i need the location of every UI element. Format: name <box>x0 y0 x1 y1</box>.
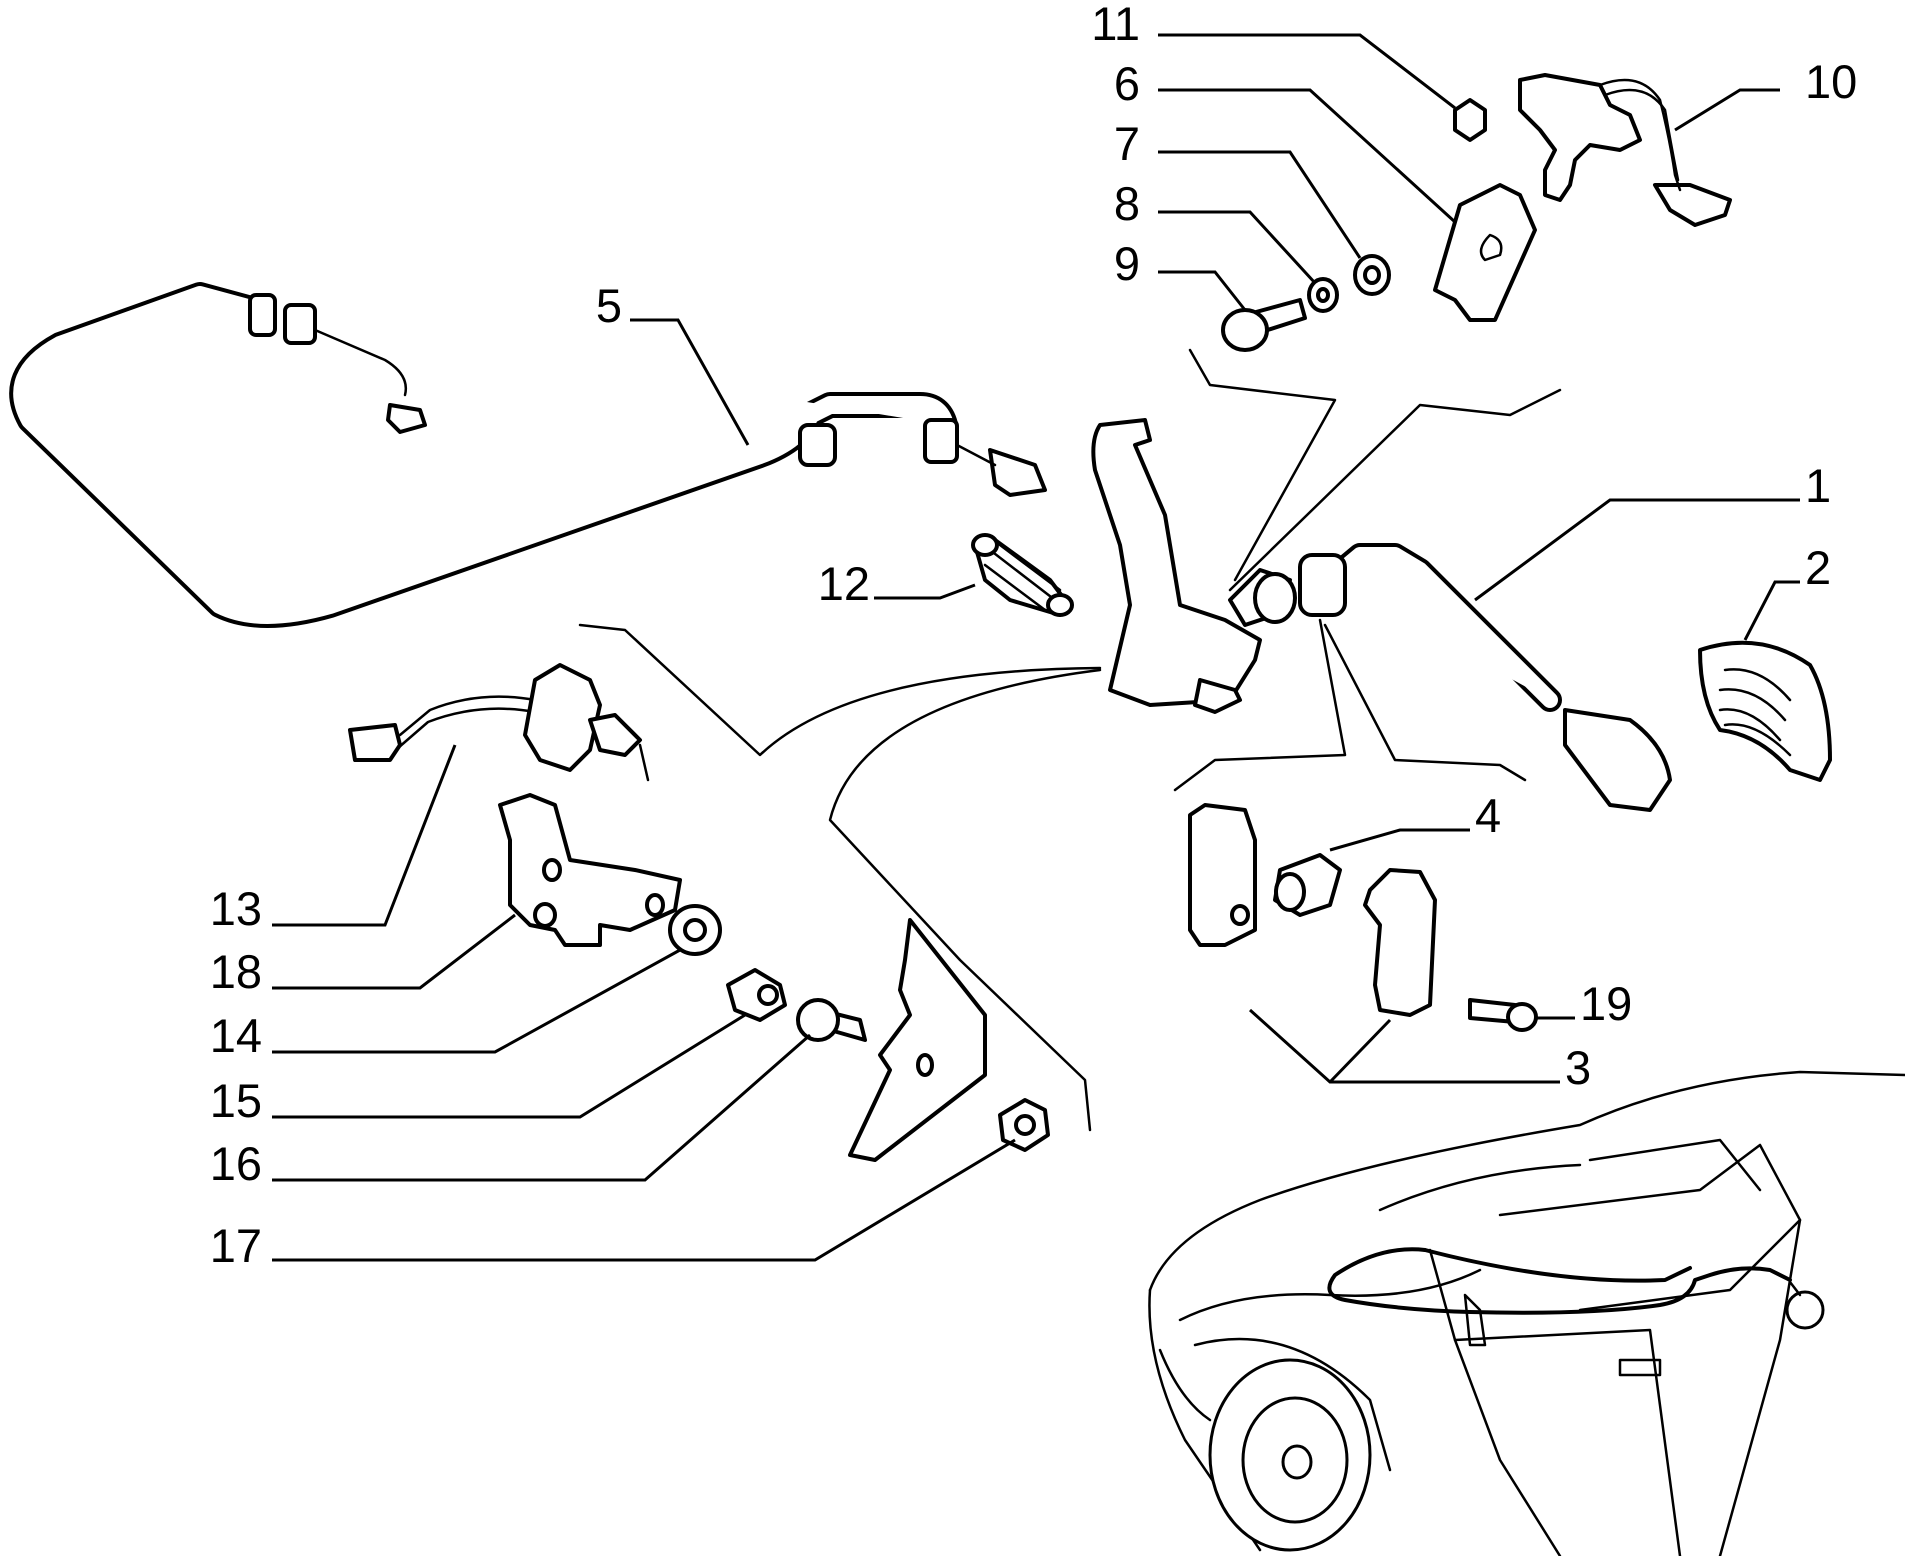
phantom-lines <box>578 348 1562 1132</box>
mounting-plate <box>848 918 987 1162</box>
callout-10: 10 <box>1805 55 1857 108</box>
leader-7 <box>1158 150 1362 259</box>
callout-18: 18 <box>210 945 262 998</box>
callout-4: 4 <box>1475 789 1501 842</box>
leader-10 <box>1674 88 1780 132</box>
callout-9: 9 <box>1114 237 1140 290</box>
part-7-washer <box>1353 254 1391 296</box>
part-6-cover-plate <box>1433 183 1537 322</box>
callout-7: 7 <box>1114 117 1140 170</box>
callout-15: 15 <box>210 1074 262 1127</box>
part-9-screw <box>1221 298 1307 352</box>
part-13-stop-switch <box>348 663 650 782</box>
part-4-bushing <box>1273 853 1342 917</box>
callout-5: 5 <box>596 279 622 332</box>
leader-4 <box>1329 828 1470 852</box>
leader-2 <box>1743 580 1800 641</box>
leader-15 <box>272 1013 746 1119</box>
leader-14 <box>272 948 681 1054</box>
callout-6: 6 <box>1114 57 1140 110</box>
callout-12: 12 <box>818 557 870 610</box>
leader-17 <box>272 1138 1016 1262</box>
callout-19: 19 <box>1580 977 1632 1030</box>
callout-13: 13 <box>210 882 262 935</box>
part-17-nut <box>998 1098 1050 1152</box>
part-2-pedal-pad <box>1698 640 1832 782</box>
callout-3: 3 <box>1565 1041 1591 1094</box>
part-12-return-spring <box>971 533 1074 617</box>
part-1-pedal-arm <box>1091 418 1672 812</box>
callout-1: 1 <box>1805 459 1831 512</box>
part-8-spring-washer <box>1307 277 1339 313</box>
part-11-nut <box>1453 98 1487 142</box>
leader-3b <box>1328 1018 1392 1084</box>
part-14-nut <box>668 904 722 956</box>
leader-6 <box>1158 88 1457 224</box>
leader-16 <box>272 1033 811 1182</box>
leader-11 <box>1158 33 1456 110</box>
callout-17: 17 <box>210 1219 262 1272</box>
part-5-accelerator-cable <box>9 282 1047 628</box>
part-19-screw <box>1468 998 1538 1032</box>
car-location-inset <box>1148 1070 1905 1556</box>
callout-labels: 1 2 3 4 5 6 7 8 9 10 11 12 13 14 15 16 1… <box>210 0 1858 1272</box>
leader-1 <box>1474 498 1800 602</box>
leader-8 <box>1158 210 1317 285</box>
part-16-bolt <box>796 998 867 1042</box>
leader-5 <box>630 318 750 446</box>
leader-18 <box>272 913 516 990</box>
callout-2: 2 <box>1805 541 1831 594</box>
callout-11: 11 <box>1091 0 1140 50</box>
leader-12 <box>874 583 976 600</box>
callout-16: 16 <box>210 1137 262 1190</box>
callout-8: 8 <box>1114 177 1140 230</box>
leader-13 <box>272 744 457 927</box>
part-18-switch-bracket <box>498 793 682 947</box>
part-3-bushing-halves <box>1188 803 1437 1017</box>
callout-14: 14 <box>210 1009 262 1062</box>
part-15-spacer <box>726 968 787 1022</box>
leader-lines <box>272 33 1800 1262</box>
part-10-switch-with-wire <box>1518 73 1732 227</box>
leader-9 <box>1158 270 1247 311</box>
